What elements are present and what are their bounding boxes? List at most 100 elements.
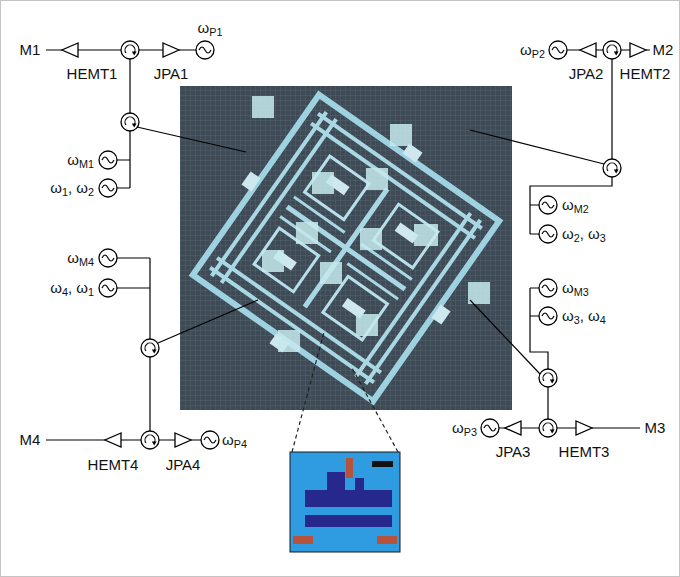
inset-mark: [372, 461, 393, 467]
subscript: P4: [234, 438, 247, 450]
signal-label: ωP3: [452, 419, 477, 437]
photo-ground: [180, 86, 512, 410]
resonator-line: [212, 112, 481, 384]
resonator-line: [246, 148, 447, 349]
subscript: 3: [600, 232, 606, 244]
qubit-cell: [373, 204, 438, 268]
symbol-glyph: ω: [67, 249, 79, 266]
subscript: 1: [88, 286, 94, 298]
marker-square: [366, 168, 388, 190]
subscript: M3: [574, 286, 589, 298]
jpa-amplifier: [163, 43, 179, 57]
subscript: M1: [79, 158, 94, 170]
wire: [530, 59, 612, 234]
launch-pad: [432, 305, 451, 325]
marker-square: [390, 124, 412, 146]
circulator: [141, 339, 159, 357]
subscript: 3: [574, 314, 580, 326]
circulator: [539, 369, 557, 387]
drive-source: [99, 279, 117, 297]
marker-square: [262, 250, 284, 272]
pump-source: [201, 431, 219, 449]
signal-label: HEMT4: [88, 456, 139, 474]
signal-label: ωP1: [198, 19, 223, 37]
chip-device: [176, 78, 516, 418]
signal-label: JPA2: [569, 65, 604, 83]
qubit-cells: [254, 156, 438, 340]
circulator: [121, 113, 139, 131]
resonator-lines: [207, 109, 486, 388]
marker-square: [320, 262, 342, 284]
symbol-glyph: ω: [562, 279, 574, 296]
circulator: [603, 159, 621, 177]
signal-label: ω1, ω2: [50, 179, 94, 197]
hemt-amplifier: [576, 421, 592, 435]
inset-pointer: [292, 332, 398, 452]
pump-source: [549, 41, 567, 59]
marker-squares: [252, 96, 490, 352]
circulator: [539, 419, 557, 437]
drive-source: [539, 196, 557, 214]
signal-label: ωM3: [562, 279, 589, 297]
marker-square: [278, 330, 300, 352]
subscript: 2: [574, 232, 580, 244]
circulator: [121, 41, 139, 59]
marker-square: [356, 314, 378, 336]
resonator-line: [210, 114, 482, 383]
signal-label: ω2, ω3: [562, 225, 606, 243]
drive-source: [99, 179, 117, 197]
symbol-glyph: ω: [520, 41, 532, 58]
signal-label: ω4, ω1: [50, 279, 94, 297]
jpa-amplifier: [175, 433, 191, 447]
drive-source: [539, 225, 557, 243]
launch-pad: [403, 143, 423, 162]
chip-photo: [176, 78, 516, 418]
wires: [46, 50, 650, 452]
hemt-amplifier: [105, 433, 121, 447]
jpa-amplifier: [505, 421, 521, 435]
drive-source: [539, 279, 557, 297]
marker-square: [312, 172, 334, 194]
subscript: M4: [79, 256, 94, 268]
leader-line: [470, 300, 540, 374]
inset-ground: [290, 452, 400, 552]
symbol-glyph: ω: [76, 179, 88, 196]
signal-label: JPA4: [166, 456, 201, 474]
qubit-inset: [290, 452, 400, 552]
drive-source: [539, 307, 557, 325]
signal-label: ω3, ω4: [562, 307, 606, 325]
signal-label: ωP2: [520, 41, 545, 59]
qubit-cell: [305, 156, 370, 220]
capacitor-pad: [355, 478, 364, 492]
circulator: [603, 41, 621, 59]
signal-label: JPA1: [154, 65, 189, 83]
symbol-glyph: ω: [67, 151, 79, 168]
leader-line: [158, 300, 258, 343]
signal-label: ωP4: [222, 431, 247, 449]
qubit-pads: [176, 78, 516, 418]
circulator: [141, 431, 159, 449]
symbol-glyph: ω: [562, 225, 574, 242]
subscript: 1: [62, 186, 68, 198]
qubit-cell: [323, 276, 388, 340]
capacitor-bar: [305, 515, 392, 527]
subscript: P3: [464, 426, 477, 438]
symbol-glyph: ω: [50, 279, 62, 296]
drive-source: [99, 249, 117, 267]
junction-lead: [346, 458, 353, 478]
signal-label: JPA3: [496, 443, 531, 461]
leader-line: [137, 127, 246, 152]
capacitor-bar: [305, 490, 392, 507]
pump-source: [196, 41, 214, 59]
signal-label: ωM4: [67, 249, 94, 267]
symbol-glyph: ω: [50, 179, 62, 196]
subscript: 2: [88, 186, 94, 198]
symbol-glyph: ω: [452, 419, 464, 436]
symbol-glyph: ω: [562, 196, 574, 213]
jpa-amplifier: [580, 43, 596, 57]
chip-frame: [193, 95, 499, 401]
symbol-glyph: ω: [198, 19, 210, 36]
subscript: P2: [532, 48, 545, 60]
